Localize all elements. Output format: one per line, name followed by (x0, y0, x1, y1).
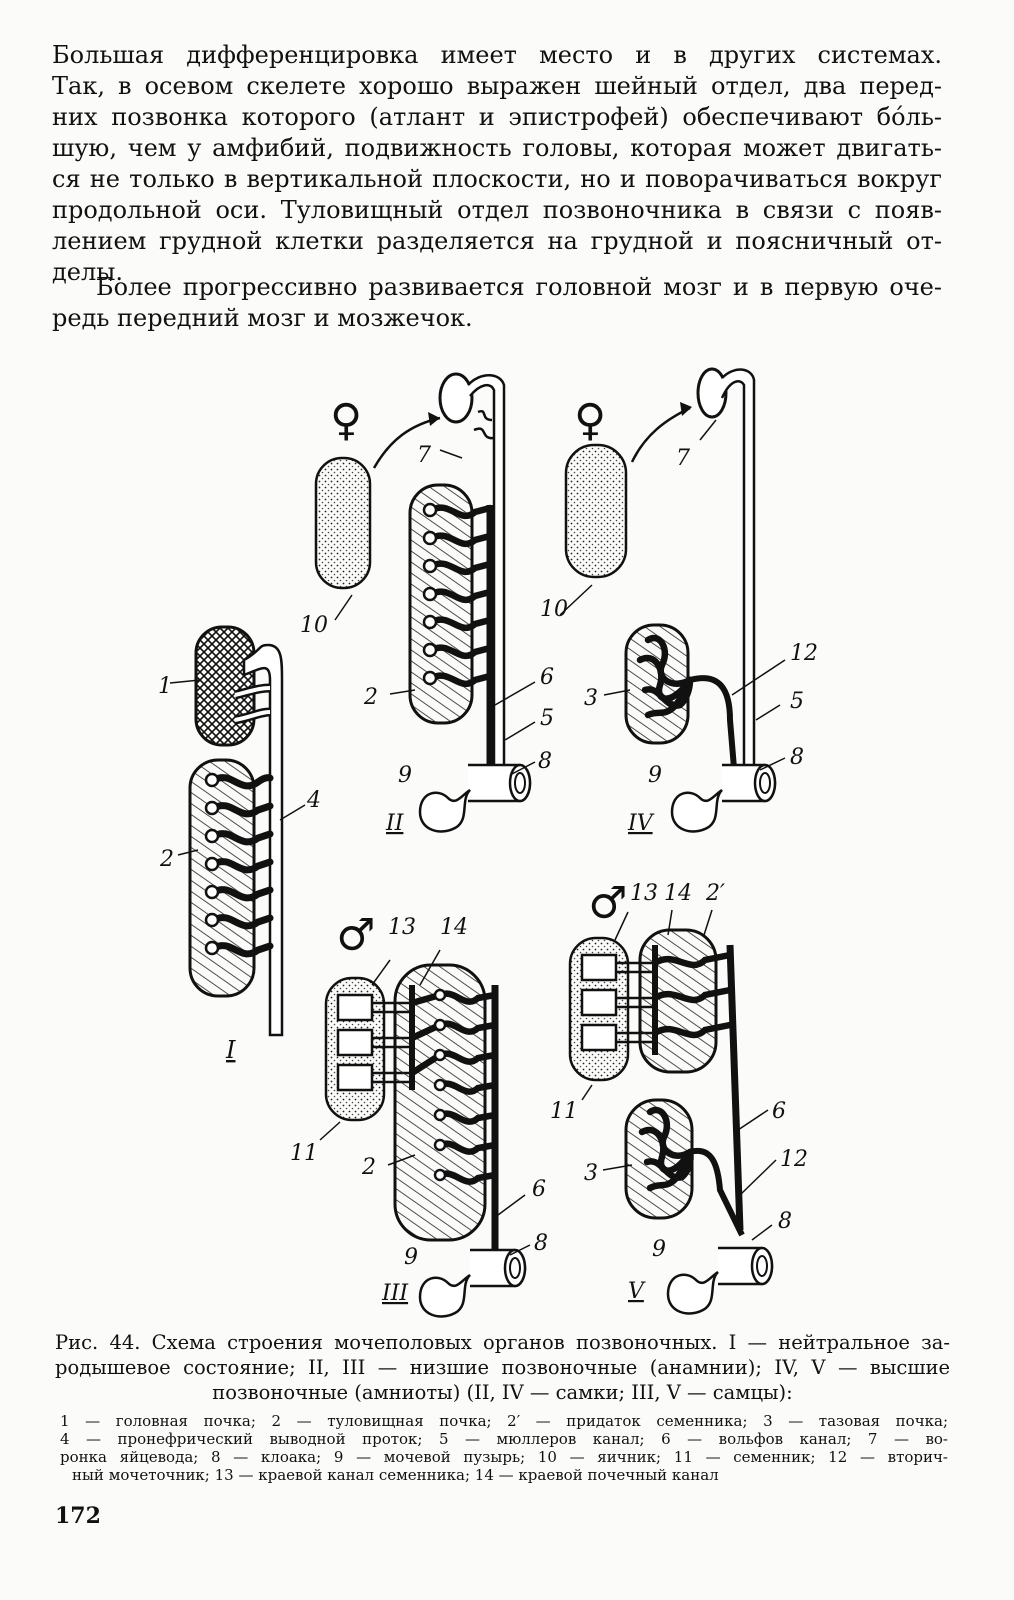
text-line: делы. (52, 258, 123, 286)
text-line: ся не только в вертикальной плоскости, н… (52, 165, 942, 193)
label-13: 13 (388, 915, 416, 940)
text-line: продольной оси. Туловищный отдел позвоно… (52, 196, 942, 224)
caption-line: позвоночные (амниоты) (II, IV — самки; I… (212, 1381, 793, 1404)
label-6: 6 (772, 1099, 786, 1124)
label-8: 8 (534, 1231, 548, 1256)
roman-V: V (628, 1279, 646, 1304)
urinary-bladder (418, 1273, 471, 1318)
roman-I: I (225, 1036, 236, 1064)
label-2: 2 (363, 685, 378, 710)
trunk-kidney (393, 963, 487, 1242)
label-5: 5 (540, 706, 554, 731)
text-line: Так, в осевом скелете хорошо выражен шей… (52, 72, 942, 100)
trunk-kidney (408, 483, 474, 725)
panel-IV: ♀ 7 10 12 3 5 9 8 IV (540, 367, 818, 836)
label-8: 8 (790, 745, 804, 770)
urinary-bladder (670, 788, 723, 833)
panel-I: 1 2 4 I (158, 625, 321, 1064)
label-9: 9 (398, 763, 412, 788)
oviduct-funnel (696, 367, 728, 419)
ovary (564, 443, 628, 579)
label-9: 9 (652, 1237, 666, 1262)
label-8: 8 (778, 1209, 792, 1234)
caption-line: родышевое состояние; II, III — низшие по… (55, 1356, 950, 1379)
label-9: 9 (648, 763, 662, 788)
legend-line: 1 — головная почка; 2 — туловищная почка… (60, 1412, 948, 1430)
female-symbol: ♀ (330, 395, 362, 446)
label-8: 8 (538, 749, 552, 774)
text-line: лением грудной клетки разделяется на гру… (52, 227, 942, 255)
label-9: 9 (404, 1245, 418, 1270)
text-line: Большая дифференцировка имеет место и в … (52, 41, 942, 69)
text-line: Более прогрессивно развивается головной … (96, 273, 942, 301)
panel-III: ♂ (290, 910, 548, 1318)
legend-line: ронка яйцевода; 8 — клоака; 9 — мочевой … (60, 1448, 948, 1466)
ovary (314, 456, 372, 590)
female-symbol: ♀ (574, 395, 606, 446)
oviduct-funnel (438, 372, 474, 424)
label-6: 6 (532, 1177, 546, 1202)
legend-line: 4 — пронефрический выводной проток; 5 — … (60, 1430, 948, 1448)
male-symbol: ♂ (336, 910, 375, 961)
label-2-prime: 2′ (705, 881, 725, 906)
secondary-ureter (689, 1147, 745, 1237)
text-line: шую, чем у амфибий, подвижность головы, … (52, 134, 942, 162)
legend-line: ный мочеточник; 13 — краевой канал семен… (72, 1466, 719, 1484)
label-11: 11 (290, 1141, 318, 1166)
label-5: 5 (790, 689, 804, 714)
label-12: 12 (780, 1147, 808, 1172)
label-7: 7 (417, 443, 431, 468)
panel-V: ♂ (550, 878, 808, 1315)
text-line: редь передний мозг и мозжечок. (52, 304, 473, 332)
label-10: 10 (300, 613, 328, 638)
figure-caption: Рис. 44. Схема строения мочеполовых орга… (55, 1330, 950, 1405)
label-7: 7 (676, 446, 690, 471)
page-number: 172 (55, 1503, 101, 1529)
label-14: 14 (664, 881, 692, 906)
caption-line: Рис. 44. Схема строения мочеполовых орга… (55, 1331, 950, 1354)
urogenital-diagram: 1 2 4 I ♀ (158, 367, 818, 1318)
roman-III: III (381, 1281, 409, 1306)
urinary-bladder (666, 1270, 719, 1315)
urinary-bladder (418, 788, 471, 833)
figure-legend: 1 — головная почка; 2 — туловищная почка… (60, 1412, 948, 1484)
paragraph-1: Большая дифференцировка имеет место и в … (52, 40, 942, 288)
label-3: 3 (584, 686, 598, 711)
pronephric-duct (242, 643, 284, 1037)
head-kidney (194, 625, 256, 747)
secondary-ureter (689, 675, 738, 781)
label-11: 11 (550, 1099, 578, 1124)
label-6: 6 (540, 665, 554, 690)
male-symbol: ♂ (588, 878, 627, 929)
label-3: 3 (584, 1161, 598, 1186)
label-14: 14 (440, 915, 468, 940)
text-line: них позвонка которого (атлант и эпистроф… (52, 103, 942, 131)
paragraph-2: Более прогрессивно развивается головной … (52, 272, 942, 334)
label-10: 10 (540, 597, 568, 622)
label-12: 12 (790, 641, 818, 666)
roman-IV: IV (627, 811, 655, 836)
panel-II: ♀ 7 10 2 (300, 372, 554, 836)
label-2: 2 (361, 1155, 376, 1180)
trunk-kidney (188, 758, 256, 998)
label-13: 13 (630, 881, 658, 906)
label-4: 4 (306, 788, 321, 813)
label-2: 2 (159, 847, 174, 872)
label-1: 1 (158, 674, 172, 699)
epididymis (638, 928, 718, 1074)
roman-II: II (385, 811, 405, 836)
